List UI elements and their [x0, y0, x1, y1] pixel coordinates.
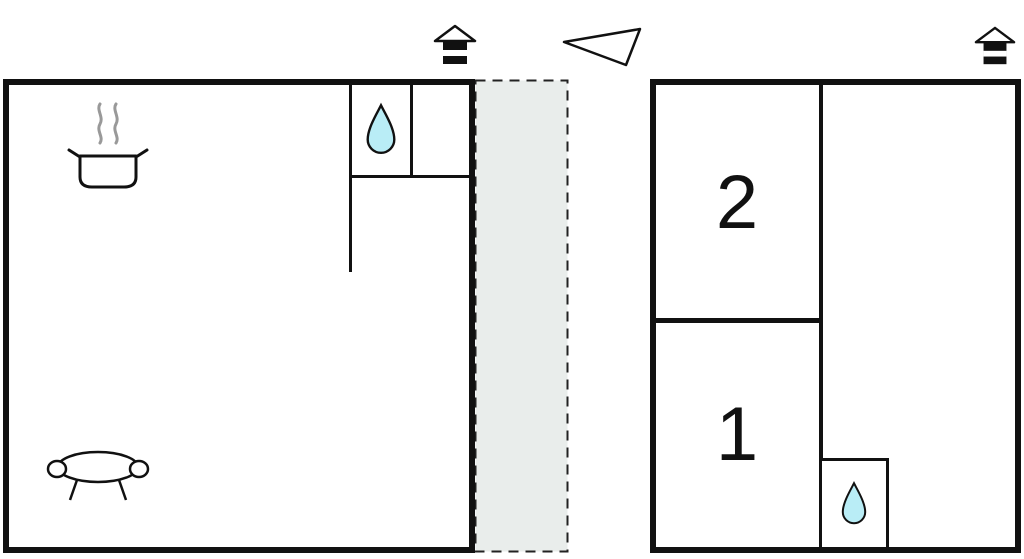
- house-icon: [433, 24, 477, 64]
- left-bathroom-box: [349, 85, 413, 178]
- sofa-icon: [46, 450, 150, 501]
- room-2-label: 2: [715, 160, 759, 245]
- interior-wall-horizontal: [656, 318, 823, 323]
- water-drop-icon: [366, 102, 396, 154]
- interior-wall-horizontal: [413, 175, 469, 178]
- kitchen-pot-icon: [67, 102, 149, 189]
- interior-wall-vertical: [819, 85, 823, 547]
- interior-wall-vertical: [349, 178, 352, 272]
- house-icon: [974, 26, 1016, 65]
- corridor: [474, 79, 569, 553]
- north-arrow-icon: [562, 27, 642, 67]
- right-bathroom-box: [819, 458, 889, 547]
- left-building: [3, 79, 475, 553]
- room-1-label: 1: [715, 392, 759, 477]
- right-building: 2 1: [650, 79, 1021, 553]
- water-drop-icon: [841, 480, 867, 525]
